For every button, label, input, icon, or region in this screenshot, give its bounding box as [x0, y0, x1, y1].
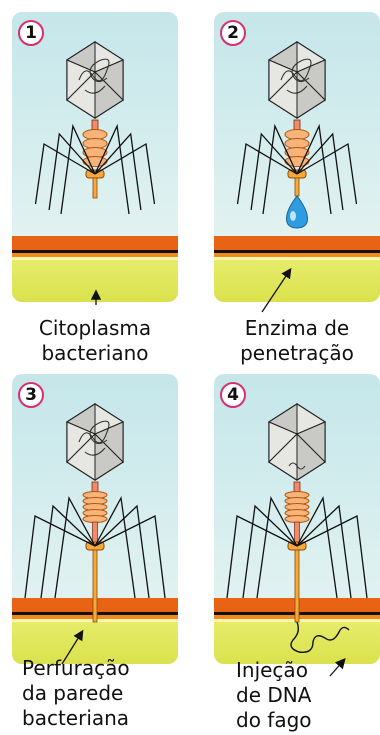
- panel-1: 1: [12, 12, 178, 302]
- phage-illustration: [214, 374, 380, 664]
- panel-4: 4: [214, 374, 380, 664]
- cell-wall-line: [12, 257, 178, 260]
- neck: [293, 481, 301, 493]
- dna-coil: [78, 420, 110, 456]
- tail-tube: [294, 549, 300, 623]
- step-number-badge: 1: [18, 20, 44, 46]
- cytoplasm: [214, 622, 380, 664]
- tail-fiber: [236, 142, 298, 205]
- tail-core: [294, 521, 300, 543]
- caption-injecao: Injeção de DNA do fago: [236, 658, 312, 732]
- cell-wall-inner: [214, 253, 380, 257]
- tail-fiber: [54, 495, 96, 599]
- droplet-highlight: [290, 211, 296, 221]
- cytoplasm: [12, 260, 178, 302]
- tail-fiber: [24, 515, 96, 599]
- tail-fiber: [250, 132, 298, 211]
- tail-fiber: [34, 142, 96, 205]
- step-number-badge: 4: [220, 382, 246, 408]
- cell-wall-line: [214, 257, 380, 260]
- tail-fiber: [226, 515, 298, 599]
- tail-core: [92, 521, 98, 543]
- tail-tube: [294, 177, 300, 197]
- tail-fiber: [296, 515, 368, 599]
- tail-fiber: [94, 132, 142, 211]
- neck: [293, 119, 301, 131]
- tail-fiber: [296, 142, 358, 205]
- injected-dna: [290, 621, 350, 653]
- capsid-facet: [94, 432, 124, 481]
- tail-fiber: [94, 504, 150, 599]
- dna-remnant: [288, 462, 306, 470]
- cell-wall-outer: [12, 236, 178, 250]
- tail-fiber: [94, 515, 166, 599]
- cell-wall-outer: [214, 236, 380, 250]
- cytoplasm: [214, 260, 380, 302]
- tail-fiber: [256, 495, 298, 599]
- cytoplasm: [12, 622, 178, 664]
- tail-fiber: [94, 495, 136, 599]
- caption-citoplasma: Citoplasma bacteriano: [38, 316, 152, 365]
- cell-wall-inner: [12, 253, 178, 257]
- tail-fiber: [48, 132, 96, 211]
- tail-fiber: [296, 123, 332, 215]
- cell-membrane: [12, 250, 178, 253]
- caption-enzima: Enzima de penetração: [240, 316, 354, 365]
- tail-fiber: [296, 495, 338, 599]
- dna-coil: [280, 58, 312, 94]
- cell-membrane: [214, 250, 380, 253]
- tail-sheath-ring: [284, 515, 310, 523]
- phage-illustration: [12, 374, 178, 664]
- tail-tube: [92, 177, 98, 199]
- phage-illustration: [12, 12, 178, 302]
- dna-coil: [78, 58, 110, 94]
- caption-perfuracao: Perfuração da parede bacteriana: [22, 656, 130, 730]
- capsid-facet: [296, 432, 326, 481]
- tail-fiber: [94, 142, 156, 205]
- step-number-badge: 3: [18, 382, 44, 408]
- tail-sheath-ring: [82, 515, 108, 523]
- tail-fiber: [262, 123, 298, 215]
- neck: [91, 481, 99, 493]
- tail-fiber: [94, 123, 130, 215]
- panel-2: 2: [214, 12, 380, 302]
- phage-illustration: [214, 12, 380, 302]
- tail-fiber: [296, 132, 344, 211]
- capsid-facet: [94, 70, 124, 119]
- tail-fiber: [296, 504, 352, 599]
- capsid-facet: [296, 70, 326, 119]
- tail-tube: [92, 549, 98, 623]
- step-number-badge: 2: [220, 20, 246, 46]
- tail-fiber: [60, 123, 96, 215]
- tail-fiber: [242, 504, 298, 599]
- neck: [91, 119, 99, 131]
- tail-fiber: [40, 504, 96, 599]
- panel-3: 3: [12, 374, 178, 664]
